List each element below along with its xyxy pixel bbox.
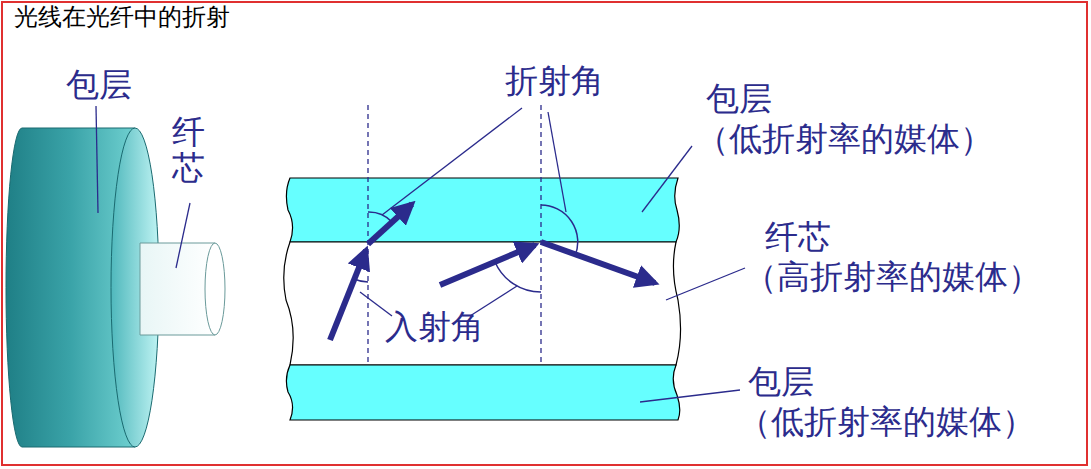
part-label: 纤芯: [765, 218, 831, 256]
part-label: 包层: [748, 363, 814, 401]
part-note: （低折射率的媒体）: [696, 120, 993, 158]
angle-label: 入射角: [385, 308, 484, 346]
angle-arc: [354, 205, 578, 292]
fiber-section: [284, 178, 681, 420]
leader-line: [96, 106, 745, 402]
normal-line: [368, 105, 541, 362]
part-label: 包层: [706, 80, 772, 118]
light-ray: [330, 204, 655, 340]
angle-label: 折射角: [505, 62, 604, 100]
title: 光线在光纤中的折射: [14, 4, 230, 32]
part-label: 纤芯: [172, 114, 205, 187]
part-label: 包层: [66, 66, 132, 104]
part-note: （高折射率的媒体）: [744, 258, 1041, 296]
part-note: （低折射率的媒体）: [738, 403, 1035, 441]
